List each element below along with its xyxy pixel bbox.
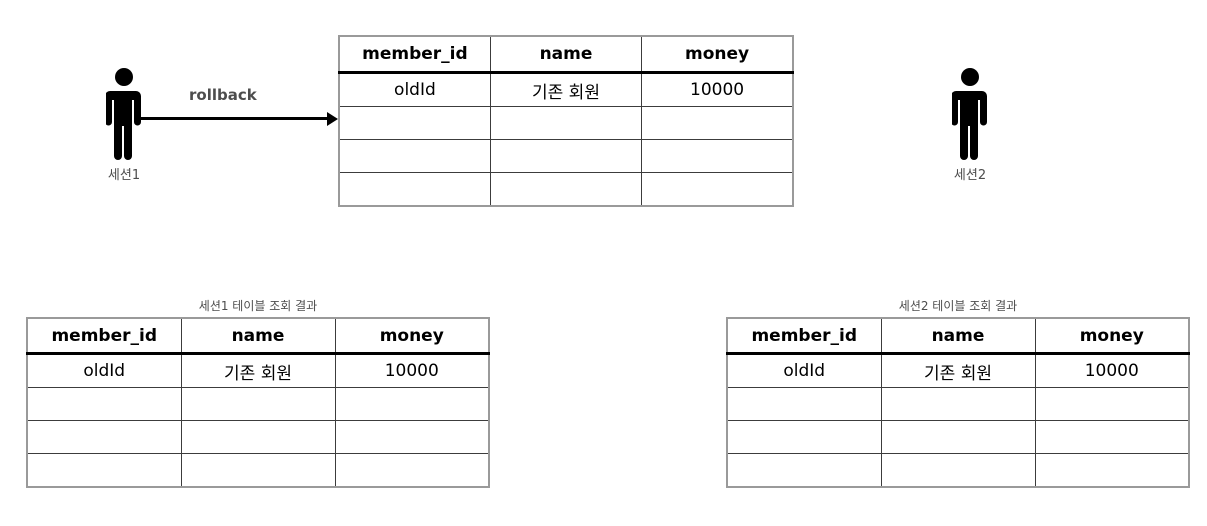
arrow-label-rollback: rollback [189,86,257,104]
cell-money: 10000 [1034,353,1190,388]
data-table: member_id name money oldId 기존 회원 10000 [726,317,1190,488]
cell-name [880,387,1036,421]
table-row: oldId 기존 회원 10000 [26,353,490,388]
arrow-right-icon-head [327,111,338,126]
column-header-member-id: member_id [726,317,882,355]
cell-name [880,453,1036,488]
table-session1-result-caption: 세션1 테이블 조회 결과 [198,299,318,313]
cell-name [880,420,1036,454]
cell-money: 10000 [641,72,794,107]
cell-member-id: oldId [26,353,182,388]
column-header-member-id: member_id [338,35,491,74]
data-table: member_id name money oldId 기존 회원 10000 [26,317,490,488]
cell-money [334,453,490,488]
table-row: oldId 기존 회원 10000 [338,72,794,107]
cell-money [641,172,794,207]
cell-member-id: oldId [726,353,882,388]
cell-member-id [726,420,882,454]
cell-money [641,106,794,140]
table-row [338,139,794,173]
cell-money [334,387,490,421]
actor-session1-label: 세션1 [107,168,141,183]
cell-member-id [726,453,882,488]
table-header-row: member_id name money [338,35,794,74]
table-row [26,387,490,421]
cell-name [489,106,643,140]
cell-member-id [26,453,182,488]
cell-member-id [726,387,882,421]
cell-name [489,139,643,173]
cell-money [1034,453,1190,488]
cell-money: 10000 [334,353,490,388]
cell-name [180,387,336,421]
actor-session2-label: 세션2 [953,168,987,183]
cell-money [334,420,490,454]
table-row [726,387,1190,421]
person-icon [952,68,988,160]
cell-member-id [26,387,182,421]
table-header-row: member_id name money [26,317,490,355]
cell-member-id: oldId [338,72,491,107]
cell-name [489,172,643,207]
cell-name [180,420,336,454]
table-row [338,172,794,207]
arrow-right-icon-line [137,117,327,120]
cell-money [1034,420,1190,454]
actor-session2: 세션2 [952,68,988,183]
column-header-money: money [641,35,794,74]
column-header-money: money [334,317,490,355]
table-row: oldId 기존 회원 10000 [726,353,1190,388]
table-session2-result-caption: 세션2 테이블 조회 결과 [898,299,1018,313]
table-session1-result: 세션1 테이블 조회 결과 member_id name money oldId… [26,299,490,488]
table-row [338,106,794,140]
column-header-name: name [880,317,1036,355]
table-row [726,420,1190,454]
cell-member-id [26,420,182,454]
cell-name: 기존 회원 [489,72,643,107]
person-icon [106,68,142,160]
cell-name [180,453,336,488]
cell-money [641,139,794,173]
data-table: member_id name money oldId 기존 회원 10000 [338,35,794,207]
actor-session1: 세션1 [106,68,142,183]
cell-name: 기존 회원 [180,353,336,388]
table-row [26,420,490,454]
column-header-member-id: member_id [26,317,182,355]
table-row [726,453,1190,488]
cell-money [1034,387,1190,421]
table-session2-result: 세션2 테이블 조회 결과 member_id name money oldId… [726,299,1190,488]
cell-name: 기존 회원 [880,353,1036,388]
column-header-name: name [180,317,336,355]
column-header-money: money [1034,317,1190,355]
table-top-shared: member_id name money oldId 기존 회원 10000 [338,35,794,207]
column-header-name: name [489,35,643,74]
cell-member-id [338,172,491,207]
cell-member-id [338,139,491,173]
cell-member-id [338,106,491,140]
table-header-row: member_id name money [726,317,1190,355]
table-row [26,453,490,488]
